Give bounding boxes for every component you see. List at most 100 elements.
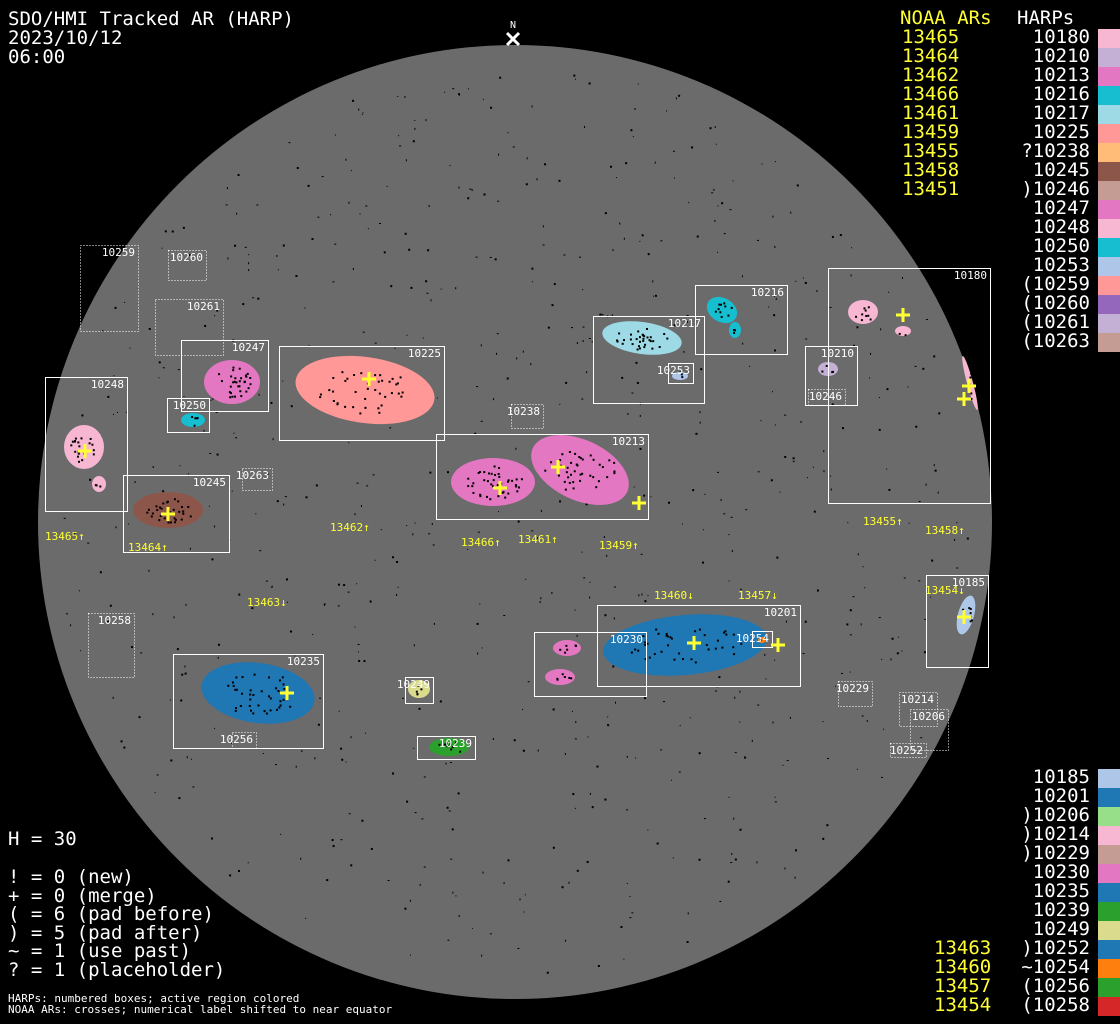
harp-box-label: 10235 — [287, 655, 320, 668]
speckle — [477, 652, 479, 655]
speckle — [849, 671, 851, 673]
sunspot — [630, 651, 633, 654]
sunspot — [332, 399, 335, 402]
sunspot — [904, 334, 907, 337]
speckle — [718, 676, 721, 679]
speckle — [387, 880, 390, 882]
harp-color-swatch — [1098, 788, 1120, 807]
sunspot — [723, 302, 726, 305]
sunspot — [158, 519, 161, 522]
speckle — [338, 710, 340, 712]
speckle — [323, 603, 325, 606]
sunspot — [467, 477, 470, 480]
sunspot — [178, 510, 181, 513]
speckle — [795, 280, 797, 282]
speckle — [551, 591, 553, 594]
speckle — [237, 173, 240, 176]
speckle — [540, 597, 542, 600]
speckle — [173, 616, 175, 619]
sunspot — [450, 748, 453, 751]
speckle — [372, 474, 375, 476]
speckle — [307, 184, 310, 187]
harp-legend-label: ?10238 — [1021, 140, 1090, 162]
speckle — [643, 697, 646, 700]
speckle — [613, 617, 615, 620]
speckle — [938, 412, 941, 415]
speckle — [162, 490, 165, 493]
active-region-blob — [545, 669, 575, 685]
speckle — [131, 646, 134, 649]
speckle — [888, 291, 890, 293]
sunspot — [667, 644, 670, 647]
speckle — [321, 176, 324, 178]
active-region-blob — [201, 662, 315, 724]
speckle — [800, 421, 803, 423]
sunspot — [234, 377, 237, 380]
speckle — [770, 479, 773, 482]
speckle — [225, 204, 228, 206]
sunspot — [238, 367, 241, 370]
sunspot — [319, 396, 322, 399]
sunspot — [74, 437, 77, 440]
noaa-disk-label: 13465↑ — [45, 530, 85, 543]
stats-line: ! = 0 (new) — [8, 866, 134, 888]
active-region-blob — [451, 458, 535, 506]
sunspot — [601, 466, 604, 469]
speckle — [214, 525, 216, 528]
north-label: N — [510, 20, 516, 31]
speckle — [668, 501, 671, 504]
speckle — [350, 736, 352, 739]
harp-box-label: 10229 — [836, 682, 869, 695]
speckle — [582, 289, 584, 291]
speckle — [741, 275, 743, 278]
speckle — [421, 818, 424, 820]
speckle — [672, 857, 674, 859]
speckle — [604, 614, 607, 617]
harp-color-swatch — [1098, 48, 1120, 67]
speckle — [176, 648, 179, 651]
speckle — [114, 306, 117, 309]
speckle — [826, 824, 829, 827]
harp-box-label: 10260 — [170, 251, 203, 264]
speckle — [497, 200, 500, 202]
sunspot — [246, 372, 249, 375]
sunspot — [657, 632, 660, 635]
sunspot — [95, 484, 98, 487]
speckle — [231, 490, 233, 492]
sunspot — [449, 743, 452, 746]
sunspot — [637, 330, 640, 333]
sunspot — [570, 461, 573, 464]
title: SDO/HMI Tracked AR (HARP) — [8, 8, 294, 30]
active-region-blobs — [64, 296, 978, 756]
sunspot — [559, 459, 562, 462]
speckle — [647, 253, 650, 256]
speckle — [812, 466, 814, 468]
speckle — [695, 432, 698, 435]
speckle — [823, 470, 825, 473]
speckle — [728, 796, 730, 798]
speckle — [652, 280, 654, 283]
speckle — [542, 244, 545, 246]
sunspot — [970, 392, 973, 395]
speckle — [621, 376, 624, 379]
harp-legend-label: 10185 — [1032, 766, 1090, 788]
speckle — [215, 411, 218, 413]
sunspot — [445, 742, 448, 745]
speckle — [445, 762, 447, 765]
speckle — [81, 414, 84, 417]
speckle — [311, 238, 314, 241]
speckle — [515, 447, 517, 450]
speckle — [734, 752, 737, 754]
speckle — [369, 600, 372, 603]
sunspot — [561, 673, 564, 676]
noaa-legend-label: 13459 — [902, 121, 960, 143]
stats-line: ? = 1 (placeholder) — [8, 959, 226, 981]
speckle — [412, 140, 415, 143]
speckle — [180, 699, 183, 702]
sunspot — [92, 453, 95, 456]
speckle — [217, 643, 220, 646]
speckle — [627, 412, 629, 415]
speckle — [271, 585, 273, 588]
sunspot — [390, 392, 393, 395]
speckle — [774, 424, 776, 426]
